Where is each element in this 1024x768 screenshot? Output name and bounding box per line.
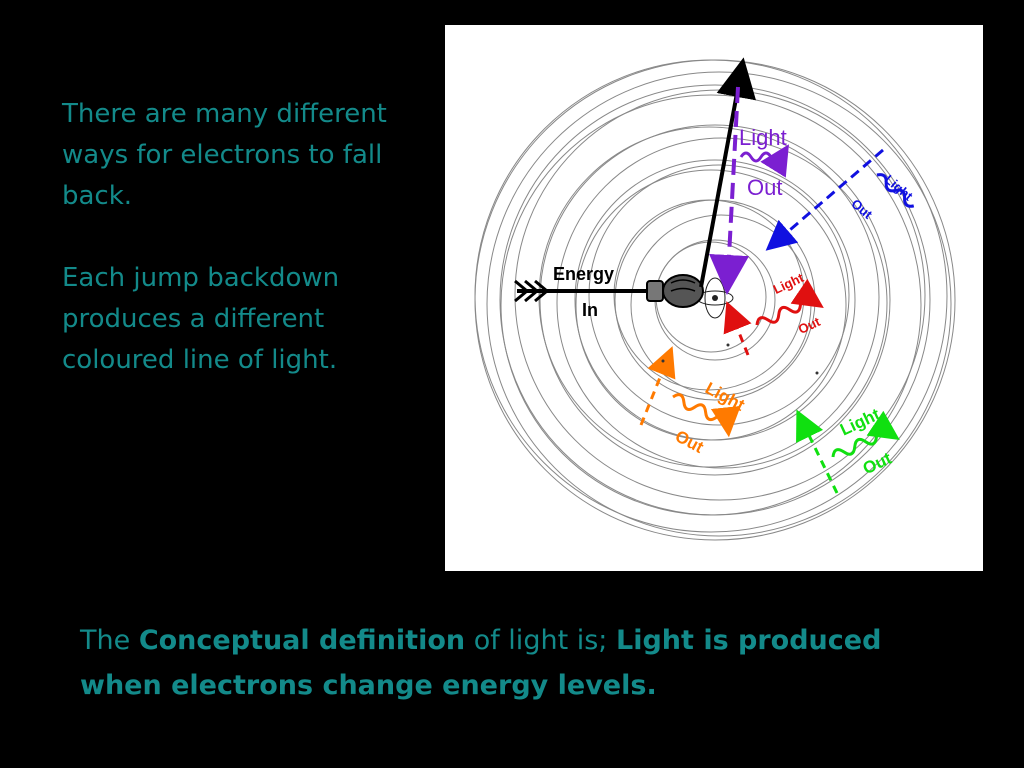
intro-paragraph-1: There are many different ways for electr… xyxy=(62,99,387,211)
purple-out-label: Out xyxy=(747,175,782,200)
atom-diagram: Energy In Light Out Light Out xyxy=(445,25,983,571)
purple-transition: Light Out xyxy=(709,86,789,295)
conclusion-term: Conceptual definition xyxy=(138,625,466,656)
intro-text: There are many different ways for electr… xyxy=(62,94,432,381)
red-transition: Light Out xyxy=(723,270,824,356)
green-transition: Light Out xyxy=(796,405,900,494)
orbit-rings xyxy=(474,59,956,541)
fist-icon xyxy=(646,274,704,308)
conclusion-prefix: The xyxy=(80,625,131,656)
green-out-label: Out xyxy=(860,448,895,478)
atom-diagram-svg: Energy In Light Out Light Out xyxy=(474,57,956,541)
energy-in-arrow: Energy In xyxy=(514,264,704,320)
blue-out-label: Out xyxy=(848,196,875,222)
red-out-label: Out xyxy=(796,314,823,337)
conclusion-text: The Conceptual definition of light is; L… xyxy=(80,618,940,708)
conclusion-middle: of light is; xyxy=(473,625,608,656)
purple-light-label: Light xyxy=(739,125,787,150)
in-label: In xyxy=(582,300,598,320)
red-light-label: Light xyxy=(771,270,807,297)
stray-dots xyxy=(661,343,819,375)
electron-jump-up-arrow xyxy=(699,57,757,288)
orange-out-label: Out xyxy=(672,426,707,457)
intro-paragraph-2: Each jump backdown produces a different … xyxy=(62,263,340,375)
conclusion-statement: Light is produced when electrons change … xyxy=(80,625,882,701)
energy-label: Energy xyxy=(553,264,614,284)
